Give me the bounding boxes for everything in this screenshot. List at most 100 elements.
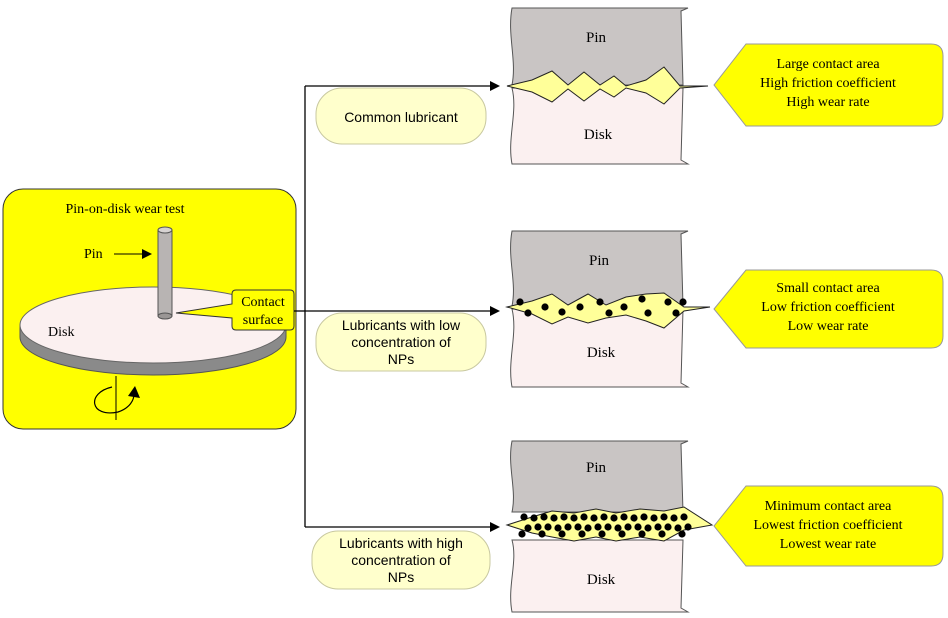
case-high-concentration: Lubricants with high concentration of NP… <box>311 440 944 613</box>
nanoparticle <box>614 524 622 532</box>
nanoparticle <box>658 530 666 538</box>
case-common-lubricant: Common lubricant Pin Disk Large contact … <box>315 7 944 165</box>
nanoparticle <box>524 524 532 532</box>
nanoparticle <box>580 513 588 521</box>
lubricant-bubble <box>311 530 491 590</box>
result-line: Small contact area <box>776 281 880 296</box>
pin-label: Pin <box>586 460 607 476</box>
result-line: High friction coefficient <box>760 76 896 91</box>
nanoparticle <box>584 524 592 532</box>
result-callout: Large contact area High friction coeffic… <box>713 43 944 127</box>
case-low-concentration: Lubricants with low concentration of NPs… <box>315 230 944 388</box>
nanoparticle <box>634 523 642 531</box>
pin-label: Pin <box>84 247 103 262</box>
result-line: Large contact area <box>776 57 880 72</box>
nanoparticle <box>600 513 608 521</box>
nanoparticle <box>550 514 558 522</box>
result-line: Low friction coefficient <box>761 300 895 315</box>
nanoparticle <box>620 513 628 521</box>
nanoparticle <box>558 308 566 316</box>
nanoparticle <box>650 514 658 522</box>
nanoparticles <box>518 513 692 538</box>
nanoparticle <box>554 524 562 532</box>
nanoparticle <box>558 530 566 538</box>
nanoparticle <box>541 303 549 311</box>
result-line: Lowest wear rate <box>780 537 876 552</box>
nanoparticle <box>570 514 578 522</box>
nanoparticle <box>672 309 680 317</box>
disk-label: Disk <box>584 127 613 143</box>
disk-block <box>510 308 690 388</box>
nanoparticles <box>516 295 687 317</box>
nanoparticle <box>620 303 628 311</box>
nanoparticle <box>618 530 626 538</box>
result-line: Lowest friction coefficient <box>753 518 902 533</box>
nanoparticle <box>664 298 672 306</box>
nanoparticle <box>576 303 584 311</box>
lubricant-line: concentration of <box>351 552 451 568</box>
nanoparticle <box>660 513 668 521</box>
nanoparticle <box>638 295 646 303</box>
pin-block <box>510 440 689 513</box>
nanoparticle <box>560 513 568 521</box>
nanoparticle <box>516 298 524 306</box>
lubricant-line: NPs <box>388 569 414 585</box>
nanoparticle <box>678 530 686 538</box>
nanoparticle <box>574 523 582 531</box>
lubricant-line: concentration of <box>351 334 451 350</box>
nanoparticle <box>534 523 542 531</box>
test-panel-title: Pin-on-disk wear test <box>66 202 185 217</box>
nanoparticle <box>590 514 598 522</box>
result-line: Minimum contact area <box>765 499 893 514</box>
contact-surface-callout: Contact surface <box>175 289 295 331</box>
lubricant-layer <box>506 66 709 105</box>
result-callout: Small contact area Low friction coeffici… <box>713 269 944 349</box>
lubricant-line: Lubricants with low <box>342 317 461 333</box>
nanoparticle <box>630 514 638 522</box>
pin-shape <box>157 226 173 320</box>
nanoparticle <box>610 514 618 522</box>
lubricant-line: NPs <box>388 351 414 367</box>
nanoparticle <box>664 523 672 531</box>
nanoparticle <box>644 524 652 532</box>
disk-label: Disk <box>587 572 616 588</box>
nanoparticle <box>524 309 532 317</box>
disk-label: Disk <box>587 345 616 361</box>
pin-block <box>510 230 689 307</box>
result-line: Low wear rate <box>788 319 869 334</box>
nanoparticle <box>605 309 613 317</box>
lubricant-bubble <box>315 312 487 372</box>
nanoparticle <box>684 523 692 531</box>
result-callout: Minimum contact area Lowest friction coe… <box>713 485 944 567</box>
nanoparticle <box>540 513 548 521</box>
nanoparticle <box>654 523 662 531</box>
nanoparticle <box>544 523 552 531</box>
nanoparticle <box>644 309 652 317</box>
disk-label: Disk <box>48 325 74 340</box>
nanoparticle <box>520 513 528 521</box>
disk-block <box>510 87 690 165</box>
branch-connectors <box>294 81 500 532</box>
nanoparticle <box>680 513 688 521</box>
nanoparticle <box>594 523 602 531</box>
test-panel: Pin-on-disk wear test Disk Pin <box>2 188 297 430</box>
nanoparticle <box>518 530 526 538</box>
nanoparticle <box>674 524 682 532</box>
result-line: High wear rate <box>786 95 869 110</box>
pin-label: Pin <box>586 30 607 46</box>
lubricant-bubble <box>315 87 487 145</box>
pin-block <box>510 7 689 86</box>
disk-block <box>510 539 690 613</box>
nanoparticle <box>670 514 678 522</box>
nanoparticle <box>598 530 606 538</box>
contact-callout-line-2: surface <box>243 313 283 328</box>
rotation-arrow-icon <box>93 376 140 420</box>
lubricant-line: Lubricants with high <box>339 535 463 551</box>
nanoparticle <box>596 298 604 306</box>
nanoparticle <box>638 530 646 538</box>
nanoparticle <box>564 523 572 531</box>
lubricant-line: Common lubricant <box>344 109 458 125</box>
nanoparticle <box>624 523 632 531</box>
nanoparticle <box>578 530 586 538</box>
